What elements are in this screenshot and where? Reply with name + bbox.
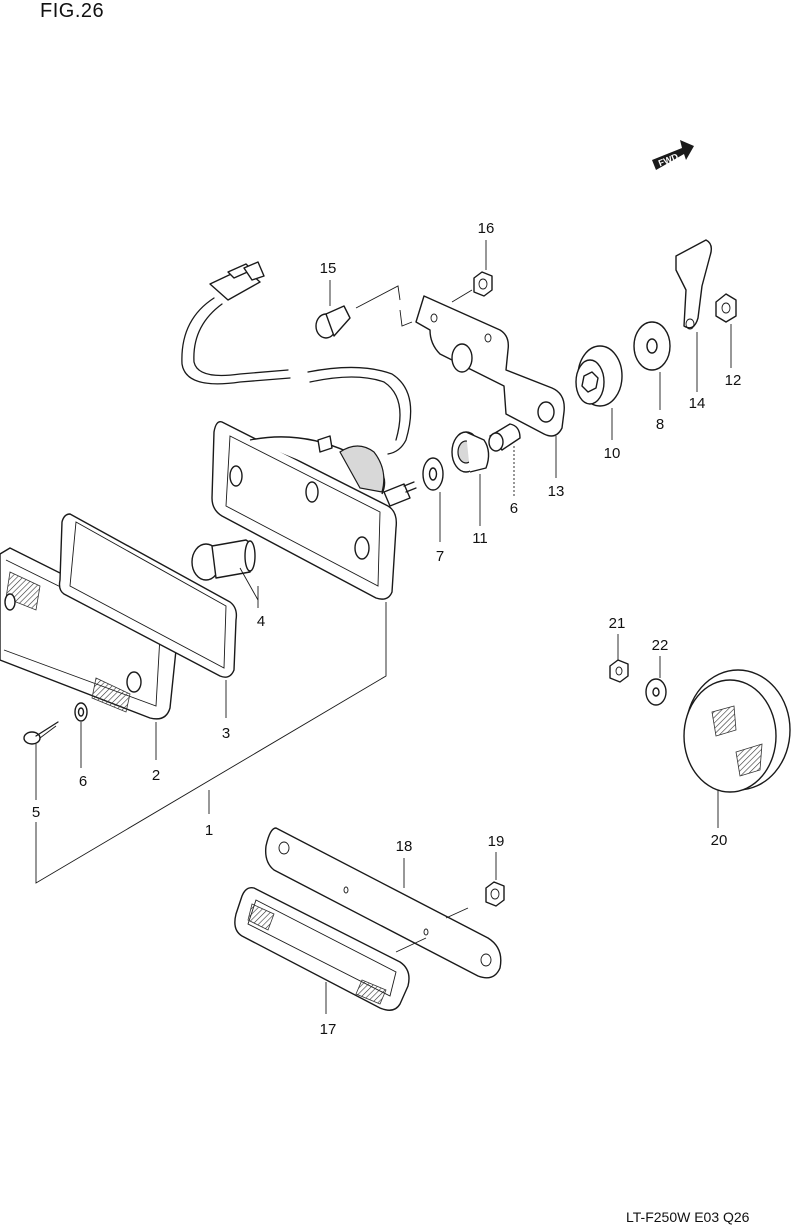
part-10-grommet	[575, 345, 623, 440]
fwd-label: FWD	[657, 151, 680, 168]
part-number-15: 15	[320, 260, 337, 277]
part-7-washer	[422, 457, 444, 542]
part-12-nut	[715, 293, 737, 368]
part-number-10: 10	[604, 445, 621, 462]
part-number-17: 17	[320, 1021, 337, 1038]
part-5-screw	[23, 721, 59, 800]
part-22-washer	[645, 656, 667, 706]
figure-title: FIG.26	[40, 0, 105, 22]
part-20-round-reflector	[683, 669, 791, 828]
diagram-code: LT-F250W E03 Q26	[626, 1209, 750, 1225]
part-number-11: 11	[472, 530, 488, 547]
part-number-1: 1	[205, 822, 213, 839]
part-number-3: 3	[222, 725, 230, 742]
part-11-grommet	[451, 431, 490, 526]
part-1-housing	[211, 421, 417, 600]
part-number-5: 5	[32, 804, 40, 821]
part-17-rect-reflector	[234, 886, 410, 1014]
part-3-gasket	[58, 513, 238, 678]
part-14-plate	[675, 239, 713, 392]
part-number-4: 4	[257, 613, 265, 630]
part-number-21: 21	[609, 615, 626, 632]
part-number-16: 16	[478, 220, 495, 237]
wire-harness	[181, 261, 412, 455]
part-number-12: 12	[725, 372, 742, 389]
part-number-22: 22	[652, 637, 669, 654]
part-18-bracket	[264, 827, 502, 979]
part-13-bracket	[415, 295, 565, 478]
part-4-bulb	[191, 539, 259, 601]
fwd-arrow-icon: FWD	[652, 140, 694, 170]
part-16-nut	[451, 240, 493, 303]
part-number-18: 18	[396, 838, 413, 855]
part-number-6: 6	[79, 773, 87, 790]
part-6-washer	[74, 702, 88, 768]
part-number-7: 7	[436, 548, 444, 565]
part-21-nut	[609, 634, 629, 683]
part-number-9: 9	[510, 499, 518, 516]
part-2-lens	[0, 547, 178, 720]
part-number-13: 13	[548, 483, 565, 500]
part-9-collar	[488, 423, 521, 496]
part-number-2: 2	[152, 767, 160, 784]
part-number-14: 14	[689, 395, 706, 412]
part-19-nut	[485, 852, 505, 907]
part-number-8: 8	[656, 416, 664, 433]
part-number-20: 20	[711, 832, 728, 849]
part-15-bolt	[315, 280, 413, 339]
part-8-washer	[633, 321, 671, 410]
assembly-bracket-lines	[35, 602, 387, 884]
part-number-19: 19	[488, 833, 505, 850]
